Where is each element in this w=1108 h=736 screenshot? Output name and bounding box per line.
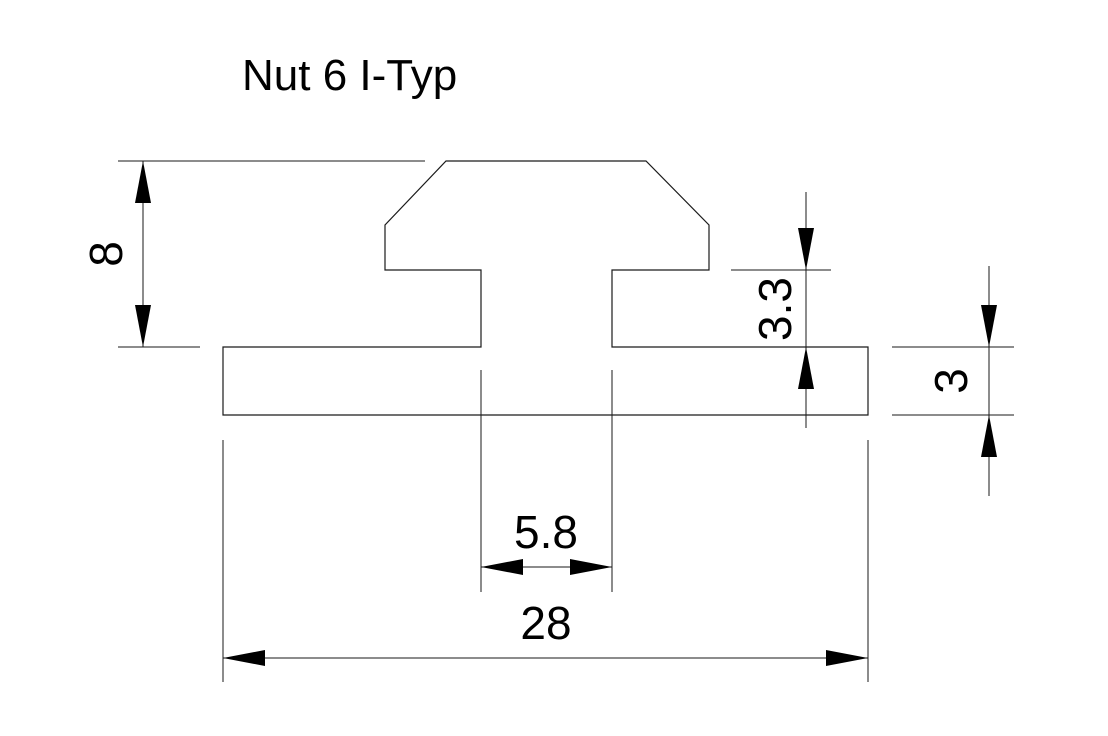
dim-label-slot-width: 5.8 (514, 506, 578, 558)
drawing-title: Nut 6 I-Typ (242, 51, 457, 100)
dim-base-height: 3 (892, 266, 1014, 496)
arrow-down (798, 228, 814, 270)
profile-outline (222, 160, 869, 416)
arrow-right (570, 559, 612, 575)
arrow-down (981, 305, 997, 347)
arrow-up (135, 161, 151, 203)
arrow-right (826, 650, 868, 666)
arrow-up (798, 347, 814, 389)
dim-label-neck-height: 3.3 (749, 277, 801, 341)
dim-label-total-width: 28 (520, 597, 571, 649)
dim-total-width: 28 (222, 440, 869, 682)
dim-neck-height: 3.3 (731, 192, 831, 428)
arrow-down (135, 305, 151, 347)
arrow-left (481, 559, 523, 575)
arrow-up (981, 415, 997, 457)
arrow-left (223, 650, 265, 666)
dim-height-total: 8 (80, 160, 425, 348)
dim-label-base-height: 3 (925, 368, 977, 394)
dim-slot-width: 5.8 (480, 370, 613, 592)
dim-label-height-total: 8 (80, 241, 132, 267)
